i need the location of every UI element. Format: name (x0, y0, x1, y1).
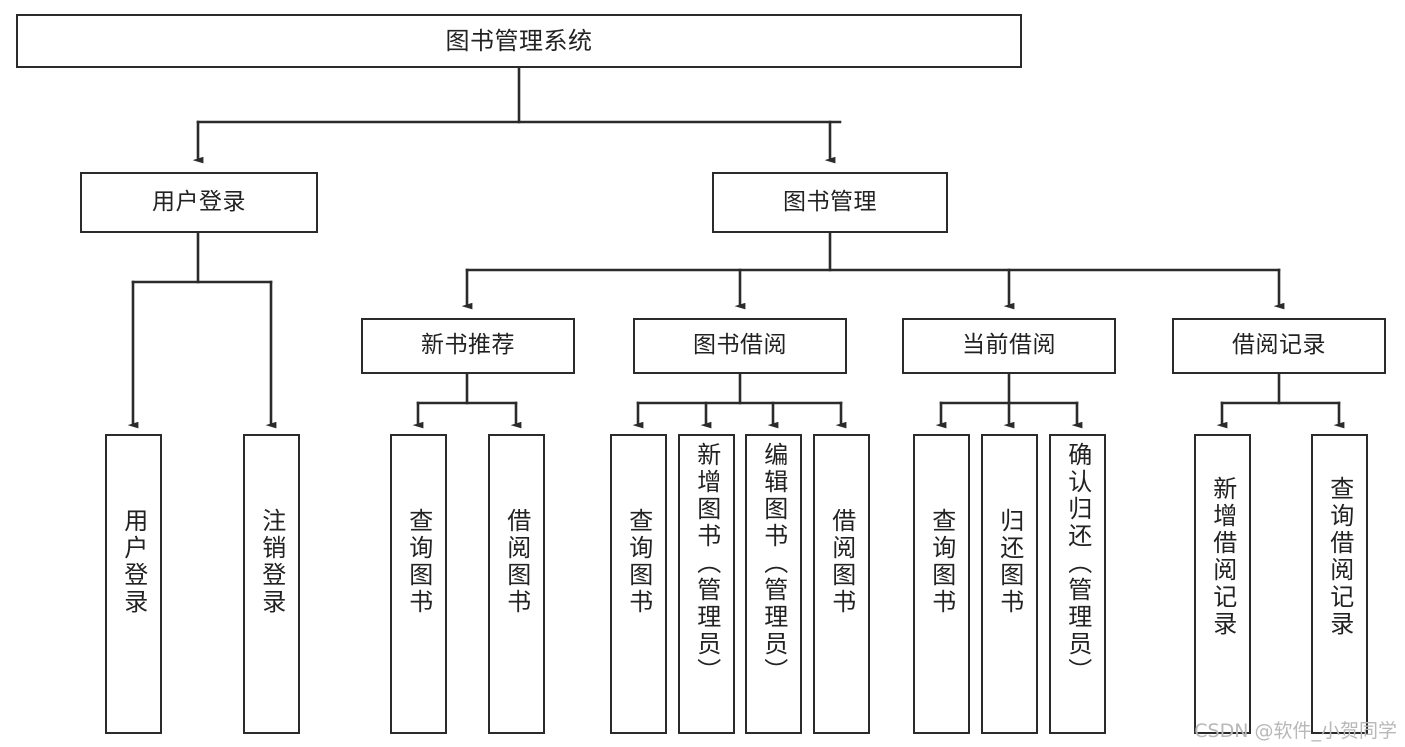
node-label: 当前借阅 (962, 332, 1056, 359)
node-new-book-recommend[interactable]: 新书推荐 (361, 318, 575, 374)
leaf-query-book-borrow[interactable]: 查询图书 (610, 434, 667, 734)
leaf-logout-login[interactable]: 注销登录 (243, 434, 300, 734)
watermark-text: CSDN @软件_小贺同学 (1194, 720, 1397, 742)
leaf-user-login[interactable]: 用户登录 (105, 434, 162, 734)
leaf-borrow-book-new[interactable]: 借阅图书 (488, 434, 545, 734)
leaf-query-book-new[interactable]: 查询图书 (390, 434, 447, 734)
node-label: 借阅图书 (827, 508, 856, 616)
node-root-system[interactable]: 图书管理系统 (16, 14, 1022, 68)
node-label: 图书借阅 (693, 332, 787, 359)
node-label: 借阅图书 (502, 508, 531, 616)
leaf-confirm-return-admin[interactable]: 确认归还（管理员） (1049, 434, 1106, 734)
node-label: 新增图书（管理员） (692, 442, 721, 685)
leaf-add-book-admin[interactable]: 新增图书（管理员） (678, 434, 735, 734)
leaf-edit-book-admin[interactable]: 编辑图书（管理员） (745, 434, 802, 734)
node-label: 查询图书 (404, 508, 433, 616)
node-label: 新增借阅记录 (1208, 476, 1237, 638)
node-book-management[interactable]: 图书管理 (712, 172, 948, 233)
leaf-borrow-book[interactable]: 借阅图书 (813, 434, 870, 734)
node-user-login[interactable]: 用户登录 (80, 172, 318, 233)
node-label: 查询借阅记录 (1325, 476, 1354, 638)
node-label: 注销登录 (257, 508, 286, 616)
node-current-borrow[interactable]: 当前借阅 (902, 318, 1116, 374)
node-book-borrow[interactable]: 图书借阅 (633, 318, 847, 374)
node-label: 用户登录 (152, 188, 246, 215)
node-label: 确认归还（管理员） (1063, 442, 1092, 685)
node-label: 编辑图书（管理员） (759, 442, 788, 685)
node-label: 新书推荐 (421, 332, 515, 359)
leaf-query-borrow-record[interactable]: 查询借阅记录 (1311, 434, 1368, 734)
node-label: 查询图书 (624, 508, 653, 616)
node-label: 归还图书 (995, 508, 1024, 616)
leaf-query-book-current[interactable]: 查询图书 (913, 434, 970, 734)
leaf-add-borrow-record[interactable]: 新增借阅记录 (1194, 434, 1251, 734)
node-label: 借阅记录 (1232, 332, 1326, 359)
node-label: 图书管理 (783, 188, 877, 215)
leaf-return-book[interactable]: 归还图书 (981, 434, 1038, 734)
node-borrow-record[interactable]: 借阅记录 (1172, 318, 1386, 374)
node-label: 用户登录 (119, 508, 148, 616)
node-label: 查询图书 (927, 508, 956, 616)
node-label: 图书管理系统 (445, 26, 593, 55)
